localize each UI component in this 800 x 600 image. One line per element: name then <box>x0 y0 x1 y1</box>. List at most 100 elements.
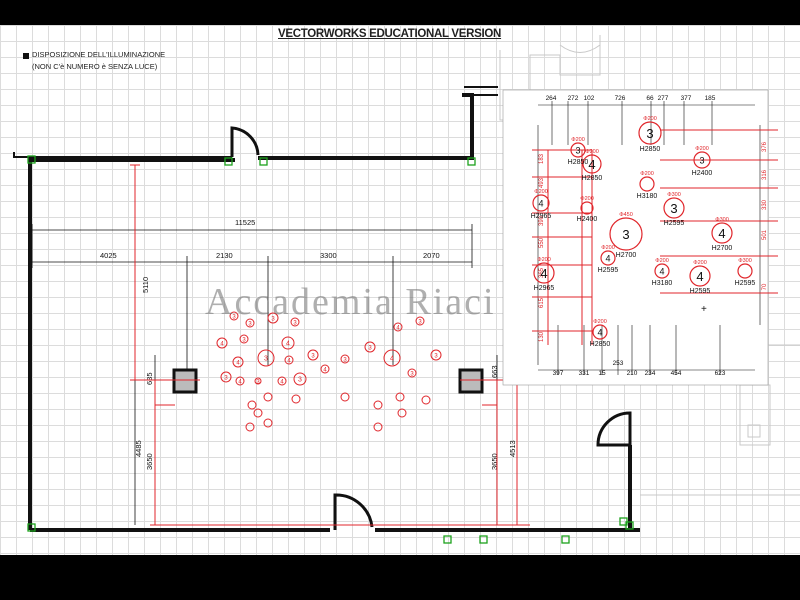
plan-light-small <box>340 392 350 402</box>
plan-light: 4 <box>393 322 403 332</box>
detail-top-dim: 277 <box>658 95 669 102</box>
watermark: Accademia Riaci <box>205 281 496 323</box>
plan-light-number: 3 <box>242 338 246 344</box>
plan-light: 3 <box>307 349 319 361</box>
plan-light-number: 3 <box>264 356 268 363</box>
detail-bottom-dim: 253 <box>613 360 624 367</box>
detail-right-dim: 330 <box>762 199 768 210</box>
plan-light-small <box>263 418 273 428</box>
fixture-number: 4 <box>696 269 703 284</box>
plan-light-number: 3 <box>410 372 414 378</box>
fixture-diameter: Φ200 <box>601 245 615 251</box>
fixture-diameter: Φ450 <box>619 212 633 218</box>
walls <box>13 86 640 532</box>
dim-left-v1: 5110 <box>141 277 150 293</box>
detail-left-dim: 365 <box>539 267 545 278</box>
plan-light-small <box>397 408 407 418</box>
detail-bottom-dim: 397 <box>553 370 564 377</box>
fixture-diameter: Φ200 <box>571 137 585 143</box>
dim-left-v3: 4485 <box>134 440 143 457</box>
fixture-height: H2965 <box>531 213 552 220</box>
plan-light: 3 <box>290 317 300 327</box>
center-cross: + <box>701 304 707 315</box>
detail-right-dim: 70 <box>762 283 768 290</box>
drawing-sheet: VECTORWORKS EDUCATIONAL VERSION DISPOSIZ… <box>0 25 800 555</box>
plan-dimensions <box>31 224 518 525</box>
plan-light-number: 4 <box>220 342 224 348</box>
fixture-number: 4 <box>597 328 602 338</box>
plan-light-number: 4 <box>390 356 394 363</box>
plan-light-small <box>421 395 431 405</box>
plan-light-number: 3 <box>271 317 275 323</box>
detail-bottom-dim: 15 <box>598 370 606 377</box>
legend-note: (NON C'è NUMERO è SENZA LUCE) <box>32 62 158 71</box>
fixture-diameter: Φ300 <box>715 217 729 223</box>
fixture-height: H2400 <box>577 216 598 223</box>
fixture-height: H3180 <box>652 280 673 287</box>
plan-light-small <box>253 408 263 418</box>
plan-red-guides <box>130 164 530 526</box>
dim-seg1: 4025 <box>100 251 117 260</box>
fixture-diameter: Φ300 <box>738 258 752 264</box>
fixture-diameter: Φ200 <box>593 319 607 325</box>
detail-left-dim: 183 <box>539 153 545 164</box>
detail-bottom-dim: 454 <box>671 370 682 377</box>
plan-light: 4 <box>277 376 287 386</box>
fixture-diameter: Φ200 <box>640 171 654 177</box>
fixture-diameter: Φ200 <box>580 196 594 202</box>
plan-light: 3 <box>407 368 417 378</box>
legend-marker <box>23 53 29 59</box>
plan-light: 4 <box>216 337 228 349</box>
fixture-height: H2400 <box>692 170 713 177</box>
detail-left-dim: 390 <box>539 215 545 226</box>
plan-light-number: 3 <box>418 320 422 326</box>
fixture-height: H2595 <box>735 280 756 287</box>
dim-seg4: 2070 <box>423 251 440 260</box>
plan-light-number: 4 <box>396 326 400 332</box>
plan-dimension-labels: 11525 4025 2130 3300 2070 5110 635 4485 … <box>100 218 517 470</box>
dim-seg3: 3300 <box>320 251 337 260</box>
dim-total: 11525 <box>235 218 255 227</box>
dim-left-v2: 635 <box>145 372 154 385</box>
detail-top-dim: 66 <box>646 95 654 102</box>
dim-right-v2: 4513 <box>508 440 517 457</box>
door-top <box>230 126 260 157</box>
dim-right-v3: 3650 <box>490 453 499 470</box>
fixture-height: H2850 <box>640 146 661 153</box>
plan-light-number: 3 <box>368 346 372 352</box>
plan-light: 3 <box>415 316 425 326</box>
fixture-diameter: Φ200 <box>585 149 599 155</box>
plan-light-number: 3 <box>248 322 252 328</box>
fixture-height: H2700 <box>712 245 733 252</box>
detail-left-dim: 493 <box>539 177 545 188</box>
fixture-number: 3 <box>575 146 580 156</box>
detail-right-dim: 316 <box>762 169 768 180</box>
detail-bottom-dim: 623 <box>715 370 726 377</box>
fixture-diameter: Φ200 <box>695 146 709 152</box>
detail-right-dim: 376 <box>762 141 768 152</box>
fixture-height: H2965 <box>534 285 555 292</box>
plan-light: 3 <box>340 354 350 364</box>
detail-top-dim: 726 <box>615 95 626 102</box>
detail-top-dim: 185 <box>705 95 716 102</box>
plan-light-number: 3 <box>434 354 438 360</box>
plan-light-number: 4 <box>287 359 291 365</box>
fixture-number: 4 <box>538 199 543 209</box>
detail-left-dim: 550 <box>539 237 545 248</box>
plan-light: 3 <box>245 318 255 328</box>
plan-light-number: 4 <box>280 380 284 386</box>
fixture-diameter: Φ200 <box>693 260 707 266</box>
door-bottom <box>333 493 374 530</box>
plan-light-small <box>291 394 301 404</box>
fixture-number: 4 <box>540 266 547 281</box>
